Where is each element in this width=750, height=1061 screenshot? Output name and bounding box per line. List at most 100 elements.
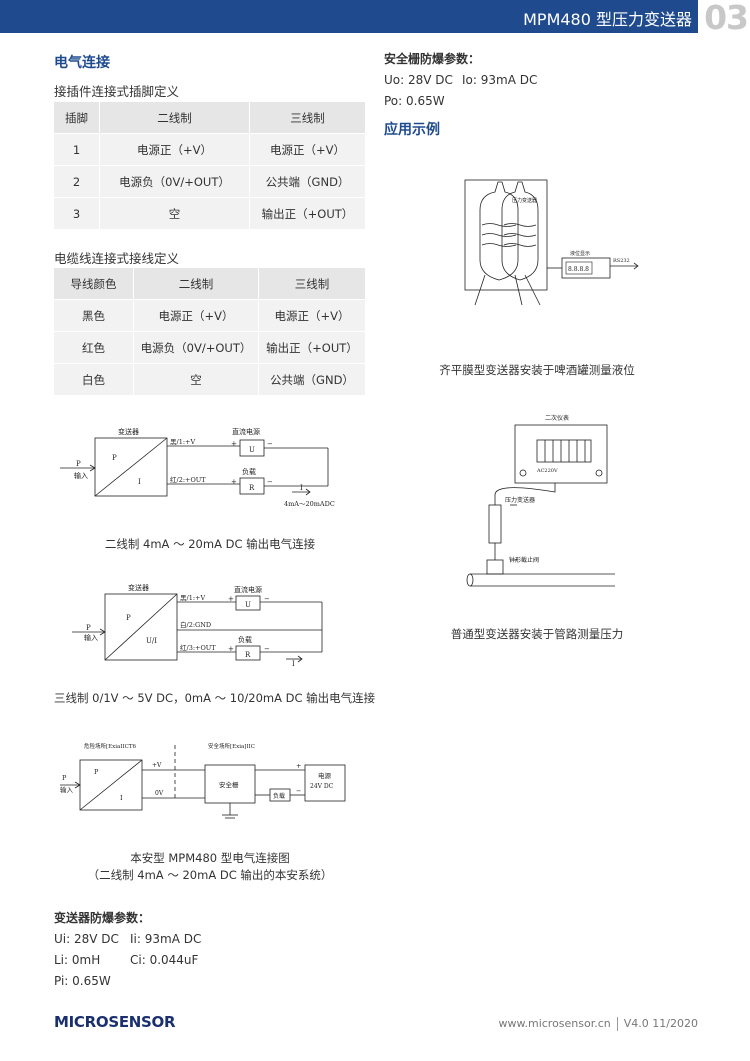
valve-label: 针形截止阀 <box>509 556 539 564</box>
p-label: P <box>94 768 99 776</box>
input-p-label: P <box>86 624 91 632</box>
load-label: 负载 <box>238 635 252 644</box>
params-title: 变送器防爆参数： <box>54 911 151 925</box>
dc-supply-label: 直流电源 <box>234 585 262 594</box>
footer-divider <box>616 1017 618 1031</box>
header-bar: MPM480 型压力变送器 03 <box>0 0 750 36</box>
two-wire-diagram: 变送器 P I P 输入 黑/1:+V 红/2:+OUT 直流电源 U 负载 R… <box>60 427 335 508</box>
table-cell: 1 <box>54 134 100 166</box>
input-label: 输入 <box>60 785 74 794</box>
website-link[interactable]: www.microsensor.cn <box>498 1017 611 1030</box>
pipeline-illustration: 二次仪表 AC220V 压力变送器 针形截止阀 <box>466 414 615 587</box>
table-row: 3 空 输出正（+OUT） <box>54 198 366 230</box>
param-ci: Ci: 0.044uF <box>130 953 199 967</box>
transmitter-label: 压力变送器 <box>505 496 535 504</box>
section-title-application: 应用示例 <box>384 122 440 138</box>
table-cell: 3 <box>54 198 100 230</box>
p-label: P <box>126 614 131 622</box>
red-wire-label: 红/2:+OUT <box>170 475 206 484</box>
current-arrow-label: I <box>300 484 303 492</box>
table-header-row: 导线颜色 二线制 三线制 <box>54 268 366 300</box>
version-text: V4.0 11/2020 <box>623 1017 698 1030</box>
table-cell: 电源正（+V） <box>259 300 366 332</box>
cable-table-title: 电缆线连接式接线定义 <box>54 251 180 266</box>
table-cell: 电源正（+V） <box>250 134 366 166</box>
transmitter-ex-params: 变送器防爆参数： Ui: 28V DC Ii: 93mA DC Li: 0mH Ci… <box>54 908 201 992</box>
beer-tank-illustration: 8.8.8.8 压力变送器 液位显示 RS232 <box>464 179 639 306</box>
load-label: 负载 <box>242 467 256 476</box>
beer-tank-caption: 齐平膜型变送器安装于啤酒罐测量液位 <box>439 363 635 377</box>
input-label: 输入 <box>74 471 88 480</box>
table-cell: 输出正（+OUT） <box>259 332 366 364</box>
table-cell: 空 <box>100 198 250 230</box>
document-title: MPM480 型压力变送器 <box>523 10 692 29</box>
barrier-label: 安全栅 <box>219 780 239 789</box>
table-row: 2 电源负（0V/+OUT） 公共端（GND） <box>54 166 366 198</box>
transmitter-label: 变送器 <box>128 583 149 592</box>
page-number: 03 <box>698 0 750 36</box>
table-cell: 输出正（+OUT） <box>250 198 366 230</box>
param-po: Po: 0.65W <box>384 94 445 108</box>
connector-pin-table: 插脚 二线制 三线制 1 电源正（+V） 电源正（+V） 2 电源负（0V/+O… <box>54 102 366 230</box>
minus-sign: − <box>267 440 273 448</box>
three-wire-caption: 三线制 0/1V ～ 5V DC，0mA ～ 10/20mA DC 输出电气连接 <box>54 691 376 705</box>
param-pi: Pi: 0.65W <box>54 974 111 988</box>
table-cell: 电源负（0V/+OUT） <box>100 166 250 198</box>
param-ui: Ui: 28V DC <box>54 932 119 946</box>
r-label: R <box>245 651 251 659</box>
param-io: Io: 93mA DC <box>462 73 538 87</box>
plus-sign: + <box>296 762 301 770</box>
input-p-label: P <box>62 774 67 782</box>
power-voltage-label: 24V DC <box>310 783 334 790</box>
table-row: 1 电源正（+V） 电源正（+V） <box>54 134 366 166</box>
i-label: I <box>120 794 123 802</box>
param-ii: Ii: 93mA DC <box>130 932 202 946</box>
white-wire-label: 白/2:GND <box>180 620 211 629</box>
minus-sign: − <box>264 645 270 653</box>
current-range-label: 4mA～20mADC <box>284 500 335 508</box>
r-label: R <box>249 484 255 492</box>
table-cell: 红色 <box>54 332 134 364</box>
transmitter-label: 压力变送器 <box>512 197 537 204</box>
connector-table-title: 接插件连接式插脚定义 <box>54 84 180 99</box>
red-wire-label: 红/3:+OUT <box>180 643 216 652</box>
plus-sign: + <box>231 478 237 486</box>
pipeline-caption: 普通型变送器安装于管路测量压力 <box>450 627 624 641</box>
three-wire-diagram: 变送器 P U/I P 输入 黑/1:+V 白/2:GND 红/3:+OUT 直… <box>72 583 323 668</box>
table-header-cell: 三线制 <box>250 102 366 134</box>
plus-v-label: +V <box>152 762 162 769</box>
plus-sign: + <box>228 595 234 603</box>
section-title-electrical: 电气连接 <box>54 55 110 71</box>
i-label: I <box>138 478 141 486</box>
table-header-cell: 三线制 <box>259 268 366 300</box>
plus-sign: + <box>228 645 234 653</box>
plus-sign: + <box>231 440 237 448</box>
table-cell: 公共端（GND） <box>259 364 366 396</box>
minus-sign: − <box>264 595 270 603</box>
black-wire-label: 黑/1:+V <box>170 438 195 446</box>
black-wire-label: 黑/1:+V <box>180 594 205 602</box>
hazardous-area-label: 危险场所[ExiaIICT6 <box>84 742 137 750</box>
table-header-row: 插脚 二线制 三线制 <box>54 102 366 134</box>
table-header-cell: 插脚 <box>54 102 100 134</box>
table-cell: 白色 <box>54 364 134 396</box>
minus-sign: − <box>296 787 301 795</box>
power-label: 电源 <box>318 771 332 780</box>
params-title: 安全栅防爆参数： <box>384 52 481 66</box>
intrinsic-caption-line2: （二线制 4mA ～ 20mA DC 输出的本安系统） <box>87 868 333 882</box>
secondary-instrument-label: 二次仪表 <box>545 414 569 422</box>
ui-label: U/I <box>146 637 157 645</box>
rs232-label: RS232 <box>613 258 630 264</box>
u-label: U <box>245 601 251 609</box>
zero-v-label: 0V <box>155 790 164 797</box>
table-cell: 电源正（+V） <box>134 300 259 332</box>
table-header-cell: 二线制 <box>134 268 259 300</box>
table-cell: 空 <box>134 364 259 396</box>
table-cell: 2 <box>54 166 100 198</box>
table-row: 黑色 电源正（+V） 电源正（+V） <box>54 300 366 332</box>
cable-wiring-table: 导线颜色 二线制 三线制 黑色 电源正（+V） 电源正（+V） 红色 电源负（0… <box>54 268 366 396</box>
table-row: 红色 电源负（0V/+OUT） 输出正（+OUT） <box>54 332 366 364</box>
table-cell: 电源负（0V/+OUT） <box>134 332 259 364</box>
table-row: 白色 空 公共端（GND） <box>54 364 366 396</box>
param-li: Li: 0mH <box>54 953 101 967</box>
